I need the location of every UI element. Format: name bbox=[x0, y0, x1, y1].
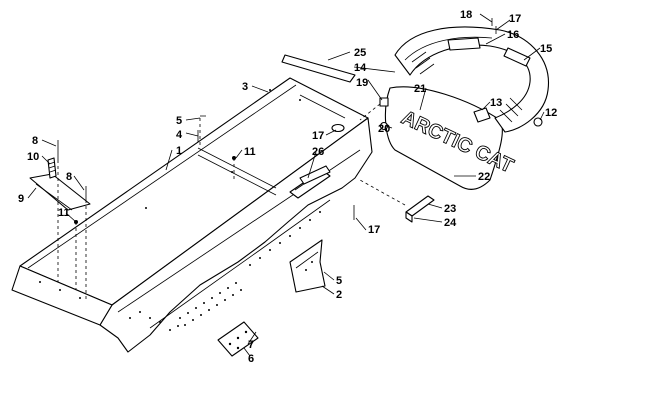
callout-20: 20 bbox=[378, 123, 390, 135]
callout-4: 4 bbox=[176, 129, 183, 141]
leader-lines bbox=[27, 13, 545, 357]
callout-22: 22 bbox=[478, 171, 490, 183]
callout-19: 19 bbox=[356, 77, 368, 89]
callout-8-top: 8 bbox=[32, 135, 38, 147]
perforations bbox=[129, 211, 321, 331]
callout-12: 12 bbox=[545, 107, 557, 119]
washer-20 bbox=[379, 121, 389, 131]
callout-23: 23 bbox=[444, 203, 456, 215]
callout-11-top: 11 bbox=[244, 146, 256, 158]
bracket-13 bbox=[473, 107, 491, 123]
callout-11-bottom: 11 bbox=[58, 207, 70, 219]
callouts: 18 17 16 15 25 14 19 3 21 13 12 5 4 17 2… bbox=[18, 9, 557, 365]
callout-25: 25 bbox=[354, 47, 366, 59]
block-23-24 bbox=[405, 195, 435, 223]
callout-13: 13 bbox=[490, 97, 502, 109]
callout-21: 21 bbox=[414, 83, 426, 95]
clip-19 bbox=[379, 97, 389, 107]
flap-strip-part bbox=[281, 54, 356, 83]
callout-5-bottom: 5 bbox=[336, 275, 342, 287]
callout-26: 26 bbox=[312, 146, 324, 158]
stud-17 bbox=[331, 123, 345, 133]
callout-5-top: 5 bbox=[176, 115, 182, 127]
strip-part bbox=[47, 157, 57, 179]
callout-17-mid: 17 bbox=[312, 130, 324, 142]
callout-10: 10 bbox=[27, 151, 39, 163]
callout-9: 9 bbox=[18, 193, 24, 205]
callout-1: 1 bbox=[176, 145, 182, 157]
callout-17-bottom: 17 bbox=[368, 224, 380, 236]
callout-16: 16 bbox=[507, 29, 519, 41]
callout-7: 7 bbox=[248, 339, 254, 351]
callout-15: 15 bbox=[540, 43, 552, 55]
callout-18: 18 bbox=[460, 9, 472, 21]
rear-bumper-part bbox=[394, 26, 549, 133]
callout-17-top: 17 bbox=[509, 13, 521, 25]
plate-part bbox=[217, 321, 259, 357]
step-part bbox=[29, 173, 91, 211]
callout-24: 24 bbox=[444, 217, 457, 229]
callout-8-bottom: 8 bbox=[66, 171, 72, 183]
plate-26 bbox=[299, 165, 331, 185]
callout-14: 14 bbox=[354, 62, 367, 74]
bracket-part bbox=[289, 239, 326, 293]
callout-3: 3 bbox=[242, 81, 248, 93]
callout-6: 6 bbox=[248, 353, 254, 365]
callout-2: 2 bbox=[336, 289, 342, 301]
